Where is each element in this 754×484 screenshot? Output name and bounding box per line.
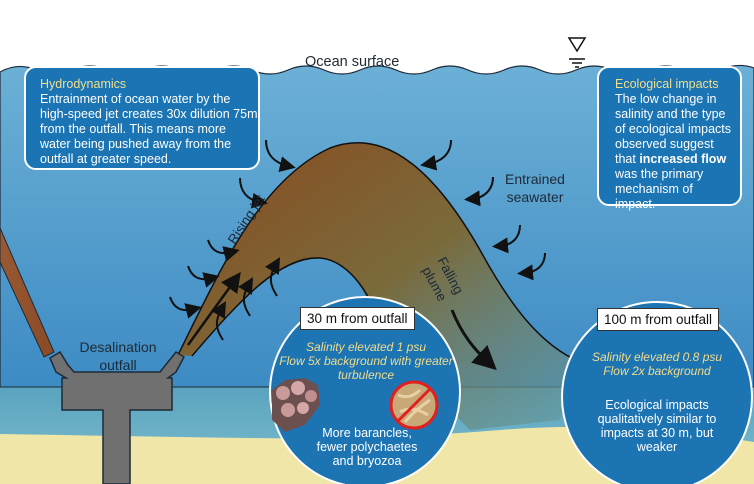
site-100m-impact: Ecological impacts qualitatively similar… (597, 398, 717, 454)
site-100m-flow: Flow 2x background (603, 364, 711, 378)
ecological-text: The low change in salinity and the type … (615, 92, 731, 211)
site-100m-tag: 100 m from outfall (597, 308, 720, 331)
entrained-seawater-label: Entrained seawater (505, 171, 565, 205)
desalination-outfall-label: Desalination outfall (79, 339, 157, 373)
site-100m-conditions: Salinity elevated 0.8 psu Flow 2x backgr… (577, 350, 737, 378)
site-100m-circle (561, 301, 753, 484)
hydrodynamics-box: Hydrodynamics Entrainment of ocean water… (24, 66, 260, 170)
site-100m-salinity: Salinity elevated 0.8 psu (591, 350, 723, 364)
hydrodynamics-title: Hydrodynamics (40, 77, 127, 91)
site-30m-salinity: Salinity elevated 1 psu (305, 340, 427, 354)
site-30m-flow: Flow 5x background with greater turbulen… (279, 354, 453, 382)
left-jet (0, 227, 55, 358)
ecological-text-part: was the primary mechanism of impact. (615, 167, 704, 211)
ecological-text-bold: increased flow (639, 152, 727, 166)
ecological-impacts-box: Ecological impacts The low change in sal… (597, 66, 742, 211)
site-30m-impact: More barancles, fewer polychaetes and br… (316, 426, 418, 468)
site-30m-conditions: Salinity elevated 1 psu Flow 5x backgrou… (278, 340, 454, 382)
barnacles-image (272, 378, 320, 432)
entrainment-arrows (169, 139, 546, 341)
site-30m-circle (269, 296, 461, 484)
hydrodynamics-text: Entrainment of ocean water by the high-s… (40, 92, 258, 166)
ocean-surface-label: Ocean surface (305, 54, 400, 70)
ecological-text-part: The low change in salinity and the type … (615, 92, 732, 166)
site-30m-tag: 30 m from outfall (300, 307, 415, 330)
bryozoa-crossed-image (389, 380, 439, 430)
falling-plume-arrow (450, 309, 497, 371)
ecological-title: Ecological impacts (615, 77, 719, 91)
water-level-icon (567, 37, 587, 68)
desalination-outfall-structure (49, 350, 185, 484)
